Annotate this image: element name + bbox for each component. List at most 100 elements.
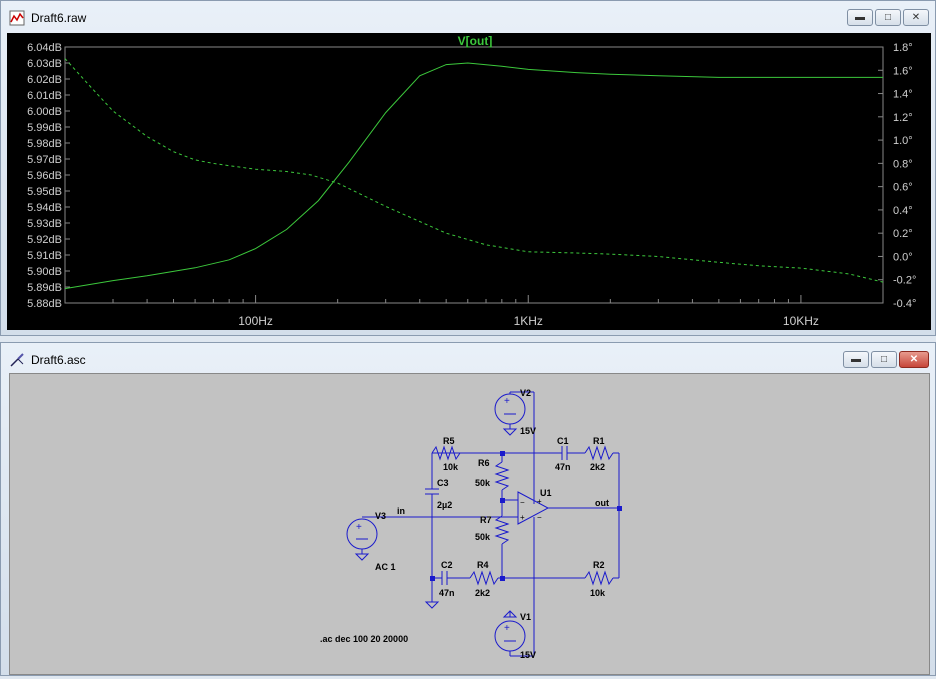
maximize-icon: □ — [880, 354, 888, 365]
y-left-tick-label: 5.92dB — [27, 234, 62, 246]
plot-window: Draft6.raw ▬ □ ✕ 6.04dB 6.03dB 6.02dB 6.01d… — [0, 0, 936, 336]
label-v3[interactable]: V3 — [375, 511, 386, 521]
label-r4[interactable]: R4 — [477, 560, 489, 570]
label-r2[interactable]: R2 — [593, 560, 605, 570]
resistor-r6[interactable] — [494, 461, 510, 491]
close-icon: ✕ — [911, 12, 921, 23]
label-v1[interactable]: V1 — [520, 612, 531, 622]
close-button[interactable]: ✕ — [903, 9, 929, 26]
y-left-tick-label: 5.96dB — [27, 170, 62, 182]
y-right-tick-label: 0.6° — [893, 182, 913, 194]
label-v2-value[interactable]: 15V — [520, 426, 536, 436]
y-right-tick-label: 0.4° — [893, 205, 913, 217]
y-left-tick-label: 5.99dB — [27, 122, 62, 134]
resistor-r2[interactable] — [584, 570, 614, 586]
magnitude-trace — [64, 62, 883, 290]
maximize-button[interactable]: □ — [871, 351, 897, 368]
svg-text:+: + — [504, 396, 510, 407]
label-v1-value[interactable]: 15V — [520, 650, 536, 660]
label-r5-value[interactable]: 10k — [443, 462, 459, 472]
y-left-tick-label: 5.93dB — [27, 218, 62, 230]
resistor-r1[interactable] — [584, 445, 614, 461]
waveform-icon — [9, 10, 25, 26]
schematic-drawing[interactable]: + — [10, 374, 929, 674]
minimize-icon: ▬ — [851, 354, 861, 365]
y-right-tick-label: -0.2° — [893, 275, 916, 287]
y-right-tick-label: 1.6° — [893, 65, 913, 77]
x-tick-label: 1KHz — [514, 314, 543, 328]
label-c2[interactable]: C2 — [441, 560, 453, 570]
y-right-tick-label: 1.2° — [893, 112, 913, 124]
y-right-tick-label: 0.8° — [893, 158, 913, 170]
label-c1-value[interactable]: 47n — [555, 462, 571, 472]
plot-titlebar[interactable]: Draft6.raw ▬ □ ✕ — [1, 1, 935, 35]
resistor-r7[interactable] — [494, 515, 510, 545]
label-c3[interactable]: C3 — [437, 478, 449, 488]
phase-trace — [64, 58, 884, 283]
minimize-icon: ▬ — [855, 12, 865, 23]
schematic-canvas[interactable]: + — [9, 373, 930, 675]
x-tick-label: 10KHz — [783, 314, 819, 328]
opamp-plus-pin: + — [537, 497, 542, 506]
y-left-tick-label: 5.88dB — [27, 298, 62, 310]
resistor-r4[interactable] — [469, 570, 499, 586]
trace-label[interactable]: V[out] — [458, 34, 493, 48]
label-net-in[interactable]: in — [397, 506, 405, 516]
y-left-tick-label: 6.00dB — [27, 106, 62, 118]
label-r6-value[interactable]: 50k — [475, 478, 491, 488]
y-left-tick-label: 5.98dB — [27, 138, 62, 150]
schematic-icon — [10, 353, 24, 367]
close-button[interactable]: ✕ — [899, 351, 929, 368]
svg-text:+: + — [356, 522, 362, 533]
label-r4-value[interactable]: 2k2 — [475, 588, 490, 598]
label-r2-value[interactable]: 10k — [590, 588, 606, 598]
y-left-tick-label: 6.04dB — [27, 42, 62, 54]
y-left-tick-label: 5.90dB — [27, 266, 62, 278]
label-r1-value[interactable]: 2k2 — [590, 462, 605, 472]
label-r5[interactable]: R5 — [443, 436, 455, 446]
plot-frame — [64, 46, 884, 304]
label-c2-value[interactable]: 47n — [439, 588, 455, 598]
label-v3-value[interactable]: AC 1 — [375, 562, 396, 572]
label-v2[interactable]: V2 — [520, 388, 531, 398]
label-u1[interactable]: U1 — [540, 488, 552, 498]
minimize-button[interactable]: ▬ — [847, 9, 873, 26]
schematic-window: Draft6.asc ▬ □ ✕ + — [0, 342, 936, 676]
svg-text:+: + — [504, 623, 510, 634]
label-r7-value[interactable]: 50k — [475, 532, 491, 542]
y-left-tick-label: 6.03dB — [27, 58, 62, 70]
opamp-inv-sign: − — [520, 498, 525, 507]
y-left-tick-label: 5.94dB — [27, 202, 62, 214]
spice-directive[interactable]: .ac dec 100 20 20000 — [320, 634, 408, 644]
voltage-source-v2[interactable]: + — [494, 393, 526, 425]
y-left-tick-label: 5.95dB — [27, 186, 62, 198]
label-r1[interactable]: R1 — [593, 436, 605, 446]
waveform-chart[interactable]: 6.04dB 6.03dB 6.02dB 6.01dB 6.00dB 5.99dB 5.98… — [7, 33, 931, 330]
x-tick-label: 100Hz — [238, 314, 273, 328]
schematic-window-title: Draft6.asc — [31, 353, 86, 367]
y-left-tick-label: 6.01dB — [27, 90, 62, 102]
close-icon: ✕ — [909, 354, 919, 365]
voltage-source-v1[interactable]: + — [494, 620, 526, 652]
label-r6[interactable]: R6 — [478, 458, 490, 468]
label-c1[interactable]: C1 — [557, 436, 569, 446]
y-left-tick-label: 5.89dB — [27, 282, 62, 294]
y-left-tick-label: 5.91dB — [27, 250, 62, 262]
voltage-source-v3[interactable]: + — [346, 518, 378, 550]
y-left-tick-label: 6.02dB — [27, 74, 62, 86]
minimize-button[interactable]: ▬ — [843, 351, 869, 368]
y-left-tick-label: 5.97dB — [27, 154, 62, 166]
y-right-tick-label: 1.4° — [893, 89, 913, 101]
plot-area[interactable]: 6.04dB 6.03dB 6.02dB 6.01dB 6.00dB 5.99dB 5.98… — [7, 33, 931, 330]
schematic-titlebar[interactable]: Draft6.asc ▬ □ ✕ — [1, 343, 935, 377]
label-c3-value[interactable]: 2µ2 — [437, 500, 452, 510]
y-right-tick-label: -0.4° — [893, 298, 916, 310]
opamp-u1[interactable] — [517, 491, 550, 525]
label-r7[interactable]: R7 — [480, 515, 492, 525]
maximize-icon: □ — [884, 12, 892, 23]
maximize-button[interactable]: □ — [875, 9, 901, 26]
y-right-tick-label: 0.0° — [893, 251, 913, 263]
resistor-r5[interactable] — [431, 445, 461, 461]
plot-window-title: Draft6.raw — [31, 11, 87, 25]
label-net-out[interactable]: out — [595, 498, 609, 508]
